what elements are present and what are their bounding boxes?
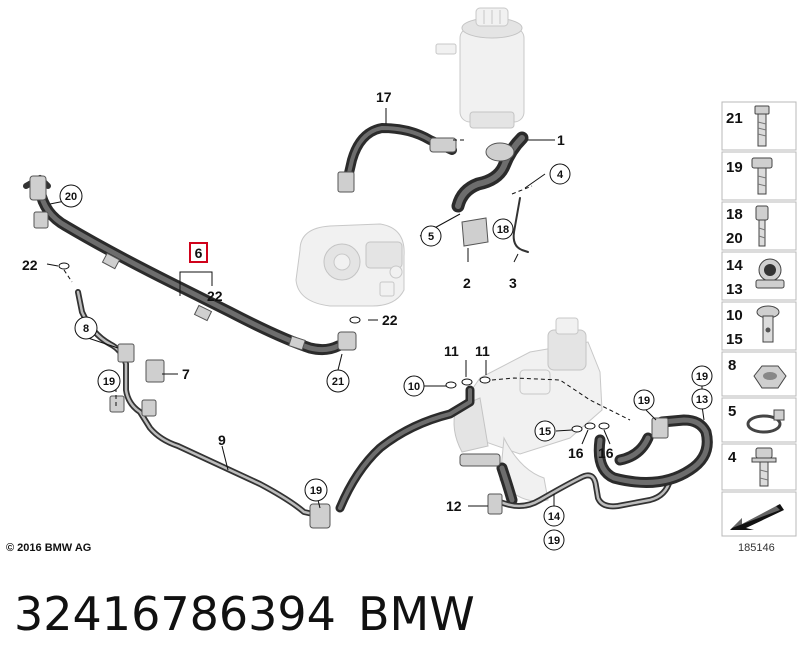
callout-18[interactable]: 18 — [497, 224, 509, 236]
callout-22-pump[interactable]: 22 — [382, 312, 398, 328]
hex-nut-icon — [753, 365, 787, 389]
bracket-2 — [461, 217, 489, 247]
callout-19-pipe[interactable]: 19 — [310, 485, 322, 497]
return-hoses-right — [459, 414, 713, 515]
callout-9[interactable]: 9 — [218, 432, 226, 448]
callout-circle-19-pipe — [304, 478, 328, 502]
callout-16-a[interactable]: 16 — [568, 445, 584, 461]
callout-20[interactable]: 20 — [65, 191, 77, 203]
callout-circle-19-left — [97, 369, 121, 393]
panel-label-19: 19 — [726, 159, 743, 176]
o-ring-10 — [445, 381, 457, 389]
panel-label-15: 15 — [726, 331, 743, 348]
suction-hose-1 — [451, 131, 529, 213]
o-ring-16a — [584, 422, 596, 430]
callout-21[interactable]: 21 — [332, 376, 344, 388]
callout-3[interactable]: 3 — [509, 275, 517, 291]
banjo-bolt-icon — [756, 305, 780, 343]
callout-circle-4 — [549, 163, 571, 185]
callout-17[interactable]: 17 — [376, 89, 392, 105]
brand-name: BMW — [358, 587, 475, 641]
diagram-id: 185146 — [738, 542, 775, 554]
callout-circle-19-gear — [633, 389, 655, 411]
socket-head-bolt-icon — [755, 205, 769, 247]
callout-19-gear[interactable]: 19 — [638, 395, 650, 407]
callout-11-b[interactable]: 11 — [475, 343, 490, 359]
panel-label-5: 5 — [728, 403, 736, 420]
arrow-icon — [730, 504, 784, 530]
pressure-line-gear — [335, 385, 475, 513]
callout-22-hose[interactable]: 22 — [207, 288, 223, 304]
callout-circle-14 — [543, 505, 565, 527]
hose-clip-icon — [746, 409, 785, 434]
callout-11-a[interactable]: 11 — [444, 343, 459, 359]
part-number: 32416786394 — [14, 587, 336, 641]
panel-label-4: 4 — [728, 449, 737, 466]
o-ring-11b — [479, 376, 491, 384]
o-ring-15 — [571, 425, 583, 433]
return-pipe-9 — [75, 289, 331, 529]
o-ring-22-pump — [349, 316, 361, 324]
flange-bolt-icon — [751, 447, 777, 487]
callout-6-highlight — [189, 242, 208, 263]
hose-clamp-bracket-icon — [755, 258, 785, 289]
hex-bolt-icon — [754, 105, 770, 147]
callout-circle-15 — [534, 420, 556, 442]
panel-label-8: 8 — [728, 357, 736, 374]
callout-circle-5 — [420, 225, 442, 247]
callout-15[interactable]: 15 — [539, 426, 551, 438]
callout-19-right[interactable]: 19 — [696, 371, 708, 383]
power-steering-pump — [295, 223, 405, 307]
callout-2[interactable]: 2 — [463, 275, 471, 291]
callout-6[interactable]: 6 — [195, 245, 203, 261]
short-bolt-icon — [751, 157, 773, 195]
panel-label-10: 10 — [726, 307, 743, 324]
o-ring-22-upper — [58, 262, 70, 270]
callout-13[interactable]: 13 — [696, 394, 708, 406]
callout-22-left[interactable]: 22 — [22, 257, 38, 273]
pressure-hose-6 — [23, 175, 357, 356]
callout-circle-19-right — [691, 365, 713, 387]
callouts: 1 4 5 18 2 3 17 6 22 22 22 20 21 8 7 19 … — [22, 89, 713, 551]
callout-16-b[interactable]: 16 — [598, 445, 614, 461]
fluid-reservoir — [435, 7, 525, 129]
callout-10[interactable]: 10 — [408, 381, 420, 393]
panel-label-18: 18 — [726, 206, 743, 223]
callout-19-left[interactable]: 19 — [103, 376, 115, 388]
callout-circle-19-bottom — [543, 529, 565, 551]
callout-circle-18 — [492, 218, 514, 240]
panel-label-20: 20 — [726, 230, 743, 247]
callout-circle-20 — [59, 184, 83, 208]
callout-circle-13 — [691, 388, 713, 410]
callout-12[interactable]: 12 — [446, 498, 462, 514]
panel-label-14: 14 — [726, 257, 743, 274]
suction-hose-17 — [337, 123, 457, 193]
o-ring-11a — [461, 378, 473, 386]
callout-8[interactable]: 8 — [83, 323, 89, 335]
callout-circle-8 — [74, 316, 98, 340]
callout-5[interactable]: 5 — [428, 231, 434, 243]
panel-label-21: 21 — [726, 110, 743, 127]
callout-circle-21 — [326, 369, 350, 393]
callout-14[interactable]: 14 — [548, 511, 561, 523]
bracket-3 — [512, 197, 529, 253]
callout-7[interactable]: 7 — [182, 366, 190, 382]
fastener-panel: 21 19 18 20 14 13 — [721, 101, 797, 537]
callout-19-bottom[interactable]: 19 — [548, 535, 560, 547]
panel-label-13: 13 — [726, 281, 743, 298]
callout-circle-10 — [403, 375, 425, 397]
o-ring-16b — [598, 422, 610, 430]
callout-1[interactable]: 1 — [557, 132, 565, 148]
callout-4[interactable]: 4 — [557, 169, 564, 181]
copyright-notice: © 2016 BMW AG — [6, 542, 92, 554]
